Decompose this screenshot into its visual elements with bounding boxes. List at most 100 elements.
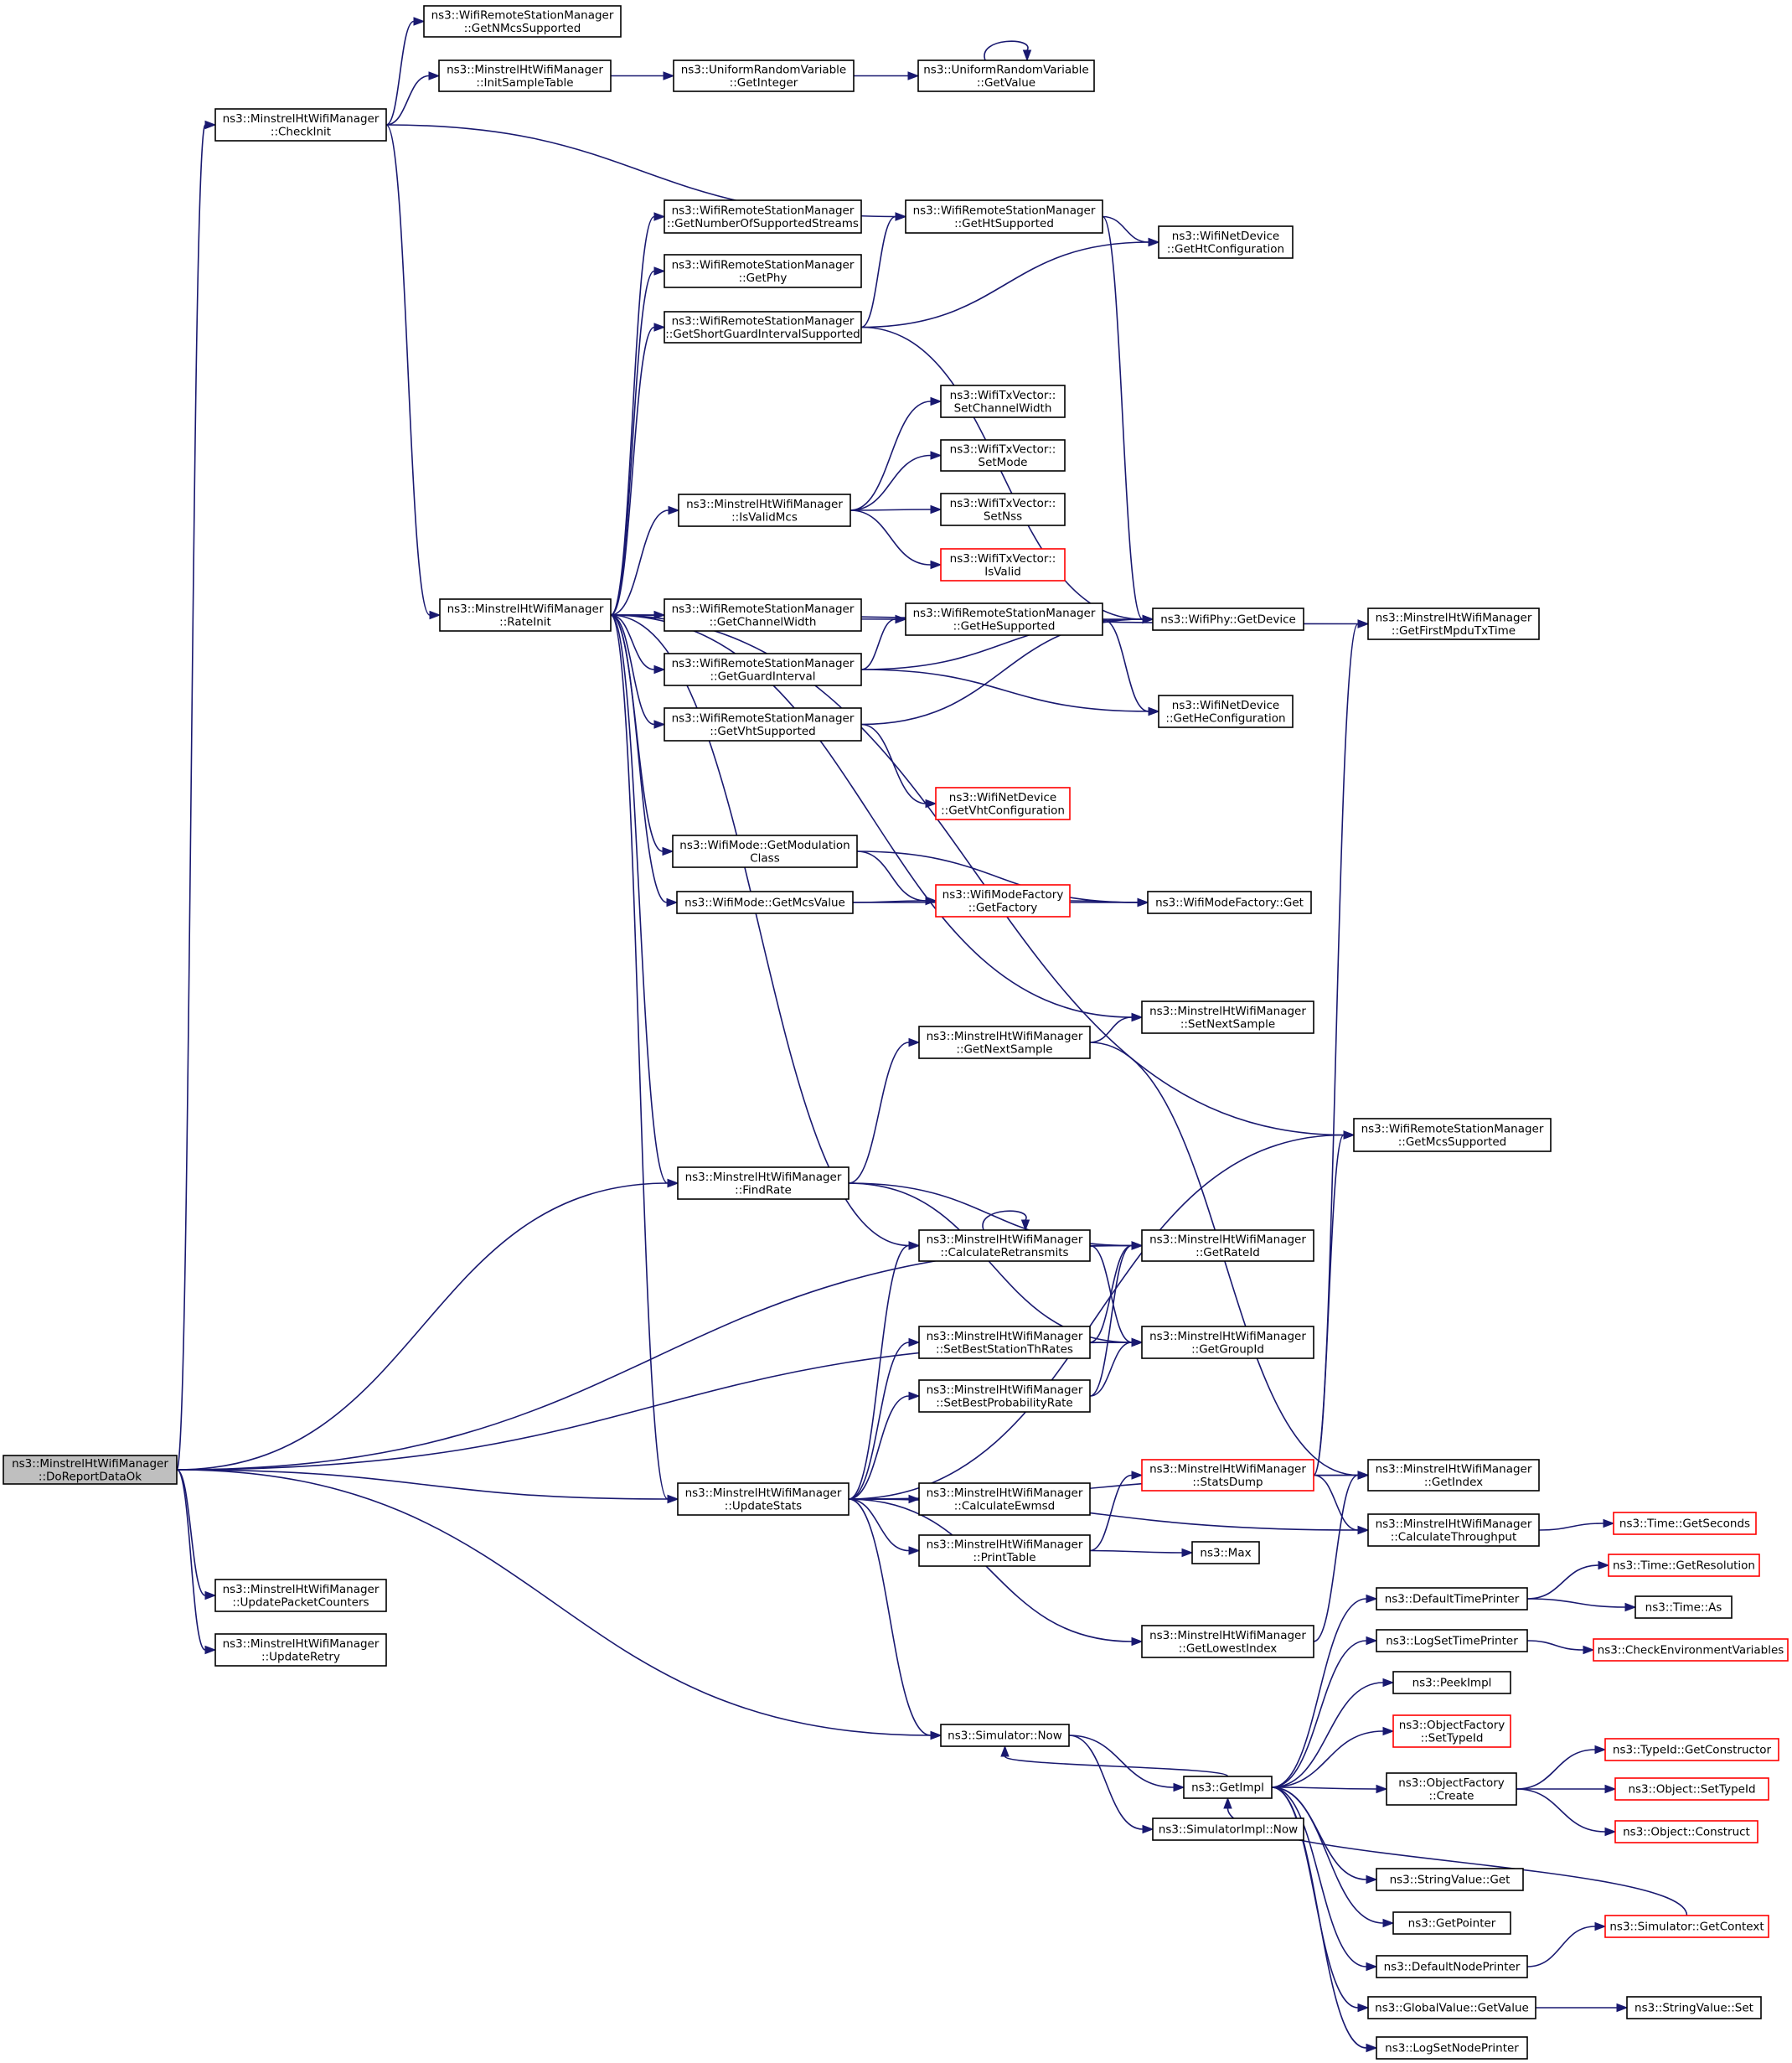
edge-line (860, 618, 896, 670)
node-label: ns3::WifiRemoteStationManager (913, 607, 1096, 620)
node-getGuardInterval[interactable]: ns3::WifiRemoteStationManager::GetGuardI… (664, 653, 862, 686)
node-getVhtSupported[interactable]: ns3::WifiRemoteStationManager::GetVhtSup… (664, 707, 862, 742)
edge-line (1271, 1786, 1384, 1924)
node-updateRetry[interactable]: ns3::MinstrelHtWifiManager::UpdateRetry (214, 1633, 387, 1667)
edge-arrowhead (1131, 1012, 1144, 1022)
node-getMcsSupported[interactable]: ns3::WifiRemoteStationManager::GetMcsSup… (1353, 1118, 1552, 1152)
node-updateStats[interactable]: ns3::MinstrelHtWifiManager::UpdateStats (677, 1482, 850, 1516)
node-calculateRetransmits[interactable]: ns3::MinstrelHtWifiManager::CalculateRet… (918, 1229, 1091, 1262)
edge-arrowhead (204, 1590, 217, 1600)
edge-line (1526, 1598, 1626, 1608)
node-getFactory[interactable]: ns3::WifiModeFactory::GetFactory (935, 884, 1071, 918)
node-box (1141, 1459, 1314, 1492)
node-setNss[interactable]: ns3::WifiTxVector::SetNss (940, 493, 1066, 526)
node-getNMcsSupported[interactable]: ns3::WifiRemoteStationManager::GetNMcsSu… (423, 5, 622, 38)
node-box (1634, 1595, 1733, 1619)
node-initSampleTable[interactable]: ns3::MinstrelHtWifiManager::InitSampleTa… (438, 59, 612, 92)
node-getChannelWidth[interactable]: ns3::WifiRemoteStationManager::GetChanne… (664, 598, 862, 632)
node-setBestStationThRates[interactable]: ns3::MinstrelHtWifiManager::SetBestStati… (918, 1326, 1091, 1359)
node-rateInit[interactable]: ns3::MinstrelHtWifiManager::RateInit (439, 598, 612, 632)
node-box (1152, 608, 1304, 631)
node-objectConstruct[interactable]: ns3::Object::Construct (1614, 1820, 1758, 1843)
edge-line (610, 614, 1345, 1136)
edge-arrowhead (429, 610, 442, 620)
node-setNextSample[interactable]: ns3::MinstrelHtWifiManager::SetNextSampl… (1141, 1000, 1314, 1034)
node-logSetNodePrinter[interactable]: ns3::LogSetNodePrinter (1376, 2036, 1528, 2060)
node-getShortGuardIntervalSupported[interactable]: ns3::WifiRemoteStationManager::GetShortG… (664, 311, 862, 344)
node-stringValueSet[interactable]: ns3::StringValue::Set (1626, 1996, 1762, 2019)
node-max[interactable]: ns3::Max (1191, 1541, 1260, 1564)
node-getLowestIndex[interactable]: ns3::MinstrelHtWifiManager::GetLowestInd… (1141, 1625, 1314, 1658)
node-setChannelWidth[interactable]: ns3::WifiTxVector::SetChannelWidth (940, 385, 1066, 418)
node-wifiModeFactoryGet[interactable]: ns3::WifiModeFactory::Get (1147, 891, 1312, 914)
edge-line (1313, 1474, 1359, 1642)
node-box (672, 835, 858, 868)
node-objectFactorySetTypeId[interactable]: ns3::ObjectFactory::SetTypeId (1392, 1714, 1511, 1748)
node-label: ns3::MinstrelHtWifiManager (927, 1330, 1083, 1343)
node-setMode[interactable]: ns3::WifiTxVector::SetMode (940, 439, 1066, 472)
node-getRateId[interactable]: ns3::MinstrelHtWifiManager::GetRateId (1141, 1229, 1314, 1262)
node-getNextSample[interactable]: ns3::MinstrelHtWifiManager::GetNextSampl… (918, 1026, 1091, 1059)
edge-getValueURV-to-getValueURV (984, 40, 1032, 62)
edge-arrowhead (1357, 1471, 1370, 1480)
node-timeAs[interactable]: ns3::Time::As (1634, 1595, 1733, 1619)
node-peekImpl[interactable]: ns3::PeekImpl (1392, 1671, 1511, 1694)
node-checkEnvironmentVariables[interactable]: ns3::CheckEnvironmentVariables (1593, 1638, 1789, 1662)
node-getConstructor[interactable]: ns3::TypeId::GetConstructor (1604, 1738, 1779, 1761)
node-checkInit[interactable]: ns3::MinstrelHtWifiManager::CheckInit (214, 108, 387, 142)
node-getPointer[interactable]: ns3::GetPointer (1392, 1911, 1511, 1935)
node-getNumberOfSupportedStreams[interactable]: ns3::WifiRemoteStationManager::GetNumber… (664, 199, 862, 234)
node-statsDump[interactable]: ns3::MinstrelHtWifiManager::StatsDump (1141, 1459, 1314, 1492)
node-doReportDataOk[interactable]: ns3::MinstrelHtWifiManager::DoReportData… (3, 1455, 178, 1485)
node-getContext[interactable]: ns3::Simulator::GetContext (1604, 1915, 1769, 1938)
node-getPhy[interactable]: ns3::WifiRemoteStationManager::GetPhy (664, 254, 862, 288)
node-calculateEwmsd[interactable]: ns3::MinstrelHtWifiManager::CalculateEwm… (918, 1482, 1091, 1516)
node-defaultNodePrinter[interactable]: ns3::DefaultNodePrinter (1376, 1955, 1528, 1978)
node-getGroupId[interactable]: ns3::MinstrelHtWifiManager::GetGroupId (1141, 1326, 1314, 1359)
node-box (676, 891, 854, 914)
node-simulatorNow[interactable]: ns3::Simulator::Now (940, 1724, 1070, 1747)
node-calculateThroughput[interactable]: ns3::MinstrelHtWifiManager::CalculateThr… (1367, 1513, 1540, 1547)
node-isValidMcs[interactable]: ns3::MinstrelHtWifiManager::IsValidMcs (678, 494, 851, 527)
node-getHtConfiguration[interactable]: ns3::WifiNetDevice::GetHtConfiguration (1158, 225, 1294, 259)
node-getHeConfiguration[interactable]: ns3::WifiNetDevice::GetHeConfiguration (1158, 695, 1294, 728)
node-getInteger[interactable]: ns3::UniformRandomVariable::GetInteger (673, 59, 855, 92)
node-logSetTimePrinter[interactable]: ns3::LogSetTimePrinter (1376, 1629, 1528, 1652)
node-getValueURV[interactable]: ns3::UniformRandomVariable::GetValue (917, 59, 1095, 92)
node-printTable[interactable]: ns3::MinstrelHtWifiManager::PrintTable (918, 1534, 1091, 1567)
node-updatePacketCounters[interactable]: ns3::MinstrelHtWifiManager::UpdatePacket… (214, 1579, 387, 1612)
edge-getHeSupported-to-getHeConfiguration (1102, 618, 1160, 716)
edge-setBestStationThRates-to-getRateId (1089, 1241, 1144, 1343)
edge-arrowhead (1603, 1518, 1615, 1528)
node-box (1183, 1776, 1273, 1799)
node-label: ::FindRate (735, 1183, 792, 1197)
node-getHeSupported[interactable]: ns3::WifiRemoteStationManager::GetHeSupp… (905, 602, 1103, 636)
node-getHtSupported[interactable]: ns3::WifiRemoteStationManager::GetHtSupp… (905, 199, 1103, 234)
node-box (664, 598, 862, 632)
node-getImpl[interactable]: ns3::GetImpl (1183, 1776, 1273, 1799)
node-defaultTimePrinter[interactable]: ns3::DefaultTimePrinter (1376, 1587, 1528, 1611)
edge-arrowhead (1594, 1921, 1607, 1931)
node-simulatorImplNow[interactable]: ns3::SimulatorImpl::Now (1152, 1817, 1304, 1841)
edge-arrowhead (1382, 1726, 1395, 1736)
node-box (1367, 608, 1540, 640)
node-label: ns3::MinstrelHtWifiManager (686, 498, 843, 511)
node-getMcsValue[interactable]: ns3::WifiMode::GetMcsValue (676, 891, 854, 914)
node-getResolution[interactable]: ns3::Time::GetResolution (1608, 1554, 1760, 1577)
node-findRate[interactable]: ns3::MinstrelHtWifiManager::FindRate (677, 1166, 850, 1200)
node-globalValueGetValue[interactable]: ns3::GlobalValue::GetValue (1367, 1996, 1536, 2019)
node-isValid[interactable]: ns3::WifiTxVector::IsValid (940, 548, 1066, 582)
node-stringValueGet[interactable]: ns3::StringValue::Get (1376, 1868, 1524, 1891)
node-getVhtConfiguration[interactable]: ns3::WifiNetDevice::GetVhtConfiguration (935, 787, 1071, 820)
node-setBestProbabilityRate[interactable]: ns3::MinstrelHtWifiManager::SetBestProba… (918, 1379, 1091, 1413)
edge-arrowhead (1131, 1241, 1144, 1250)
node-getFirstMpduTxTime[interactable]: ns3::MinstrelHtWifiManager::GetFirstMpdu… (1367, 608, 1540, 640)
node-getDevice[interactable]: ns3::WifiPhy::GetDevice (1152, 608, 1304, 631)
node-objectFactoryCreate[interactable]: ns3::ObjectFactory::Create (1386, 1772, 1517, 1806)
edge-line (856, 851, 1139, 903)
node-objectSetTypeId[interactable]: ns3::Object::SetTypeId (1614, 1777, 1769, 1801)
node-getSeconds[interactable]: ns3::Time::GetSeconds (1613, 1512, 1757, 1535)
node-getIndex[interactable]: ns3::MinstrelHtWifiManager::GetIndex (1367, 1459, 1540, 1492)
node-label: ns3::UniformRandomVariable (681, 63, 847, 76)
